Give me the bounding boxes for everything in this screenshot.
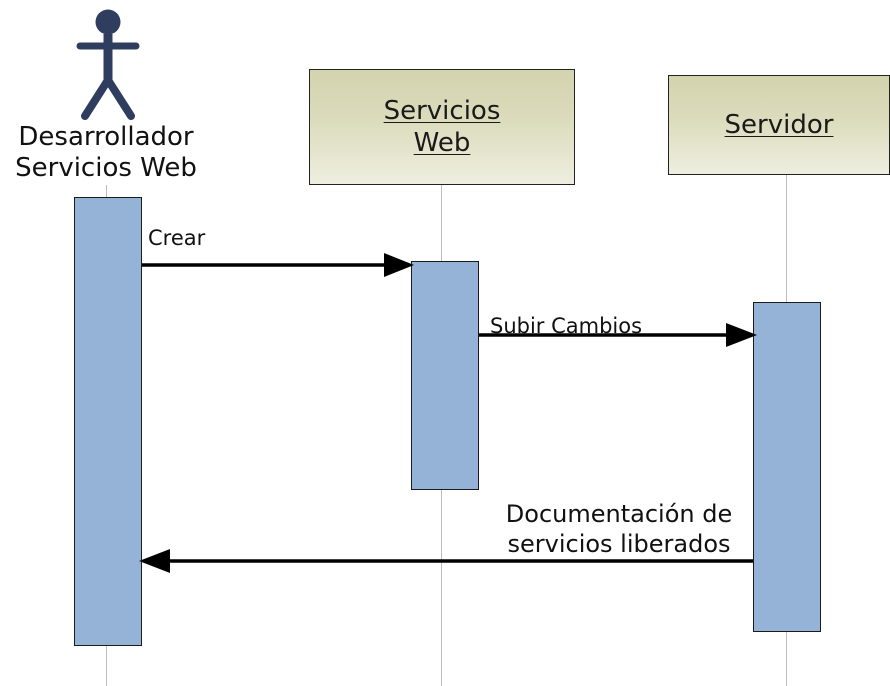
message-subir-cambios-label: Subir Cambios [490,314,643,338]
object-servicios-web[interactable]: Servicios Web [309,69,575,185]
message-documentacion-label: Documentación de servicios liberados [496,499,742,559]
message-crear-label: Crear [148,226,206,250]
object-servidor-label: Servidor [724,110,834,140]
message-documentacion-line2: servicios liberados [507,530,731,558]
message-subir-cambios-arrow [479,323,757,347]
object-servicios-web-line1: Servicios [383,96,501,126]
object-servicios-web-label: Servicios Web [384,95,501,159]
object-servidor[interactable]: Servidor [668,75,890,175]
object-servicios-web-line2: Web [413,128,471,158]
message-crear-arrow [142,253,414,277]
actor-label: Desarrollador Servicios Web [0,122,212,184]
actor-label-line1: Desarrollador [18,122,194,152]
activation-servidor[interactable] [753,302,821,632]
actor-icon [76,9,140,120]
activation-servicios-web[interactable] [411,261,479,490]
actor-label-line2: Servicios Web [15,153,197,183]
message-documentacion-line1: Documentación de [505,500,733,528]
message-documentacion-arrow [139,549,753,573]
activation-desarrollador[interactable] [74,197,142,646]
